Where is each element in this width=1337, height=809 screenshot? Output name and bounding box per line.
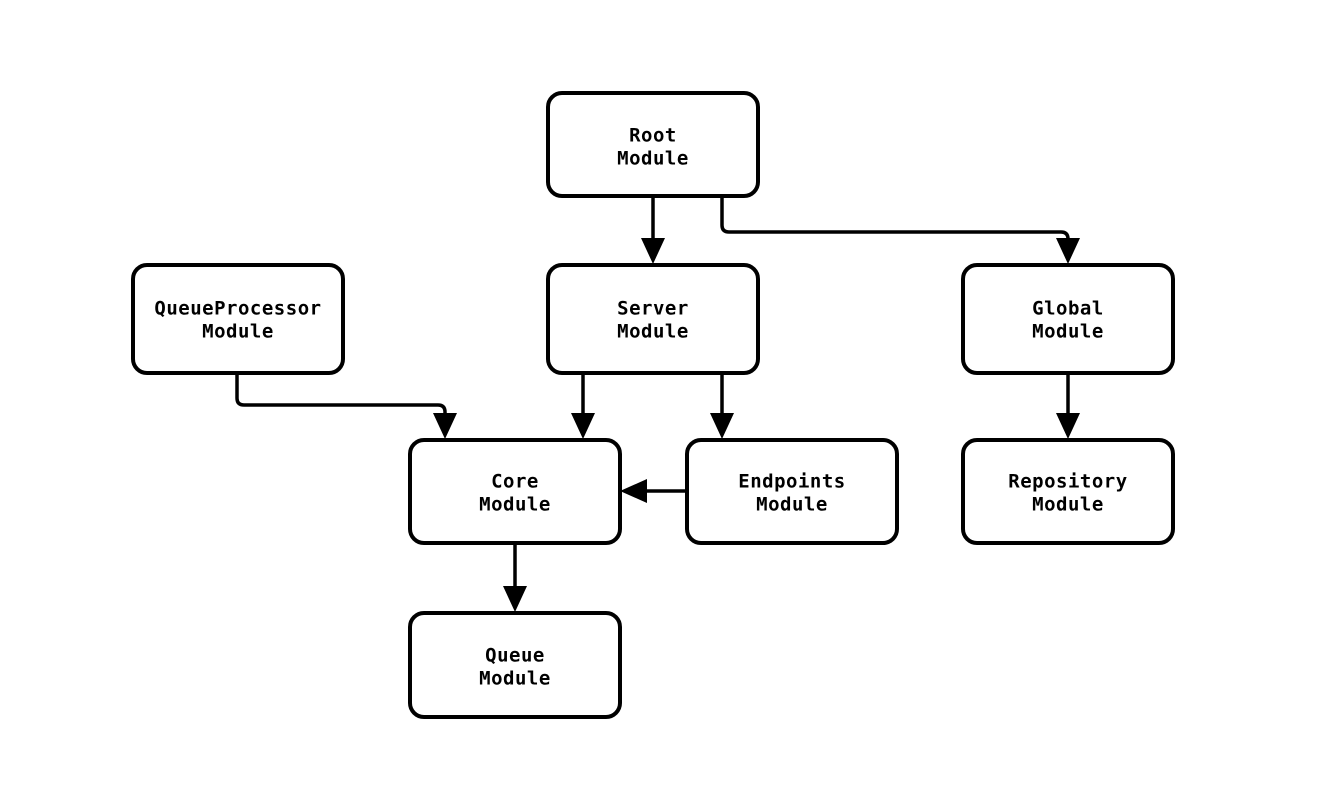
- node-server-module-label-line2: Module: [617, 321, 689, 343]
- edge-root-to-global-arrowhead: [1056, 238, 1080, 264]
- edge-queueprocessor-to-core-arrowhead: [433, 413, 457, 439]
- node-queue-module-box[interactable]: [408, 611, 622, 719]
- node-repository-module[interactable]: Repository Module: [961, 438, 1175, 545]
- node-root-module-label-line1: Root: [629, 125, 677, 147]
- edge-endpoints-to-core: [620, 479, 687, 503]
- node-repository-module-label-line1: Repository: [1008, 471, 1127, 493]
- node-layer: Root Module QueueProcessor Module Server…: [131, 91, 1175, 719]
- edge-root-to-global-line: [720, 196, 1070, 243]
- edge-server-to-endpoints: [710, 373, 734, 439]
- node-global-module-label-line2: Module: [1032, 321, 1104, 343]
- edge-root-to-server: [641, 196, 665, 264]
- node-root-module[interactable]: Root Module: [546, 91, 760, 198]
- node-core-module-box[interactable]: [408, 438, 622, 545]
- node-queue-module-label-line2: Module: [479, 668, 551, 690]
- edge-global-to-repository-arrowhead: [1056, 413, 1080, 439]
- node-global-module-label-line1: Global: [1032, 298, 1104, 320]
- node-queue-module-label-line1: Queue: [485, 645, 545, 667]
- node-server-module-label-line1: Server: [617, 298, 689, 320]
- node-server-module[interactable]: Server Module: [546, 263, 760, 375]
- edge-endpoints-to-core-arrowhead: [620, 479, 647, 503]
- node-root-module-label-line2: Module: [617, 148, 689, 170]
- node-global-module[interactable]: Global Module: [961, 263, 1175, 375]
- node-queueprocessor-module-label-line1: QueueProcessor: [154, 298, 321, 320]
- node-queueprocessor-module[interactable]: QueueProcessor Module: [131, 263, 345, 375]
- node-core-module-label-line1: Core: [491, 471, 539, 493]
- node-endpoints-module-box[interactable]: [685, 438, 899, 545]
- node-repository-module-box[interactable]: [961, 438, 1175, 545]
- edge-server-to-core: [571, 373, 595, 439]
- edge-core-to-queue-arrowhead: [503, 586, 527, 612]
- edge-global-to-repository: [1056, 373, 1080, 439]
- node-queueprocessor-module-label-line2: Module: [202, 321, 274, 343]
- edge-root-to-global: [720, 196, 1080, 264]
- node-server-module-box[interactable]: [546, 263, 760, 375]
- node-core-module[interactable]: Core Module: [408, 438, 622, 545]
- edge-server-to-core-arrowhead: [571, 413, 595, 439]
- edge-queueprocessor-to-core: [235, 373, 457, 439]
- node-root-module-box[interactable]: [546, 91, 760, 198]
- node-queueprocessor-module-box[interactable]: [131, 263, 345, 375]
- edge-queueprocessor-to-core-line: [235, 373, 447, 418]
- edge-core-to-queue: [503, 543, 527, 612]
- node-core-module-label-line2: Module: [479, 494, 551, 516]
- edge-server-to-endpoints-arrowhead: [710, 413, 734, 439]
- node-endpoints-module-label-line2: Module: [756, 494, 828, 516]
- edge-root-to-server-arrowhead: [641, 238, 665, 264]
- node-endpoints-module[interactable]: Endpoints Module: [685, 438, 899, 545]
- edge-layer: [235, 196, 1080, 612]
- node-repository-module-label-line2: Module: [1032, 494, 1104, 516]
- node-global-module-box[interactable]: [961, 263, 1175, 375]
- node-queue-module[interactable]: Queue Module: [408, 611, 622, 719]
- node-endpoints-module-label-line1: Endpoints: [738, 471, 845, 493]
